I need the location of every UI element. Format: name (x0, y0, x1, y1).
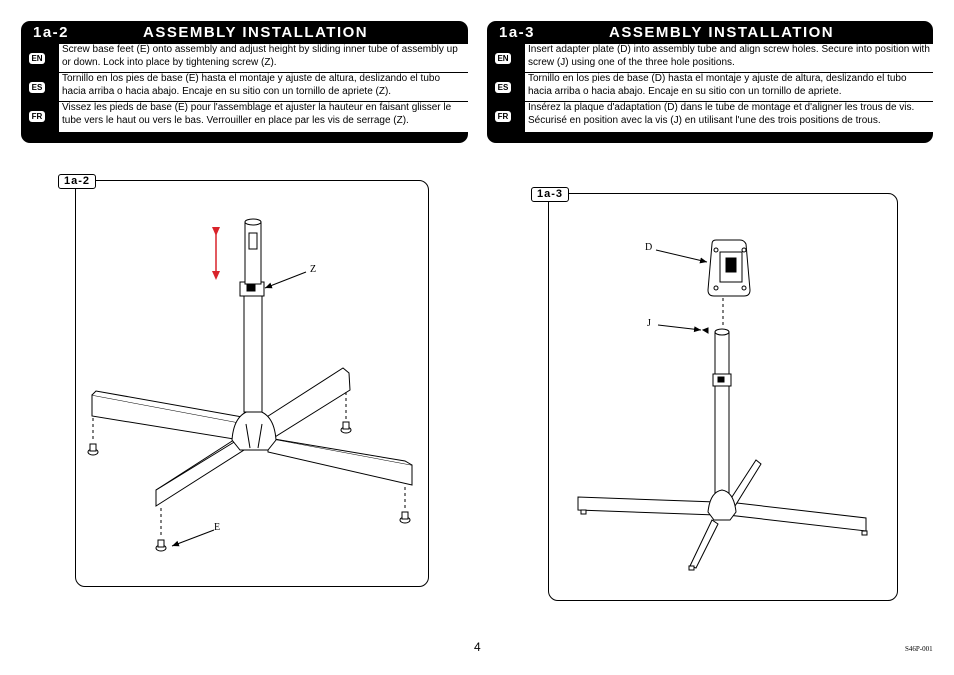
callout-label-d: D (645, 242, 653, 253)
panel-title: ASSEMBLY INSTALLATION (609, 24, 835, 41)
lang-badge-fr: FR (29, 111, 45, 122)
stand-assembled-figure (577, 239, 868, 571)
page-number: 4 (474, 640, 481, 654)
figure-tag-1a-2: 1a-2 (58, 174, 97, 189)
lang-badge-en: EN (495, 53, 511, 64)
callout-label-j: J (647, 318, 651, 329)
lang-badge-es: ES (495, 82, 511, 93)
callout-label-e: E (214, 522, 221, 533)
callout-leader-e (171, 529, 215, 547)
lang-badge-fr: FR (495, 111, 511, 122)
callout-leader-j (657, 324, 702, 333)
panel-header: 1a-3 ASSEMBLY INSTALLATION (487, 21, 933, 44)
base-foot (87, 421, 411, 552)
instruction-text-fr: Insérez la plaque d'adaptation (D) dans … (525, 102, 933, 132)
lang-badge-es: ES (29, 82, 45, 93)
panel-title: ASSEMBLY INSTALLATION (143, 24, 369, 41)
figure-tag-1a-3: 1a-3 (531, 187, 570, 202)
stand-base-figure (87, 218, 413, 552)
instruction-text-en: Insert adapter plate (D) into assembly t… (525, 44, 933, 73)
panel-header: 1a-2 ASSEMBLY INSTALLATION (21, 21, 468, 44)
callout-label-z: Z (310, 264, 317, 275)
step-number: 1a-2 (33, 24, 70, 41)
instruction-text-fr: Vissez les pieds de base (E) pour l'asse… (59, 102, 468, 132)
instruction-text-en: Screw base feet (E) onto assembly and ad… (59, 44, 468, 73)
callout-leader-d (655, 249, 708, 264)
lang-badge-en: EN (29, 53, 45, 64)
instruction-text-es: Tornillo en los pies de base (D) hasta e… (525, 73, 933, 102)
instruction-panel-1a-3: 1a-3 ASSEMBLY INSTALLATION EN ES FR Inse… (487, 21, 933, 143)
step-number: 1a-3 (499, 24, 536, 41)
instruction-text-es: Tornillo en los pies de base (E) hasta e… (59, 73, 468, 102)
document-code: S46P-001 (905, 645, 933, 653)
instruction-panel-1a-2: 1a-2 ASSEMBLY INSTALLATION EN ES FR Scre… (21, 21, 468, 143)
callout-leader-z (264, 271, 307, 289)
